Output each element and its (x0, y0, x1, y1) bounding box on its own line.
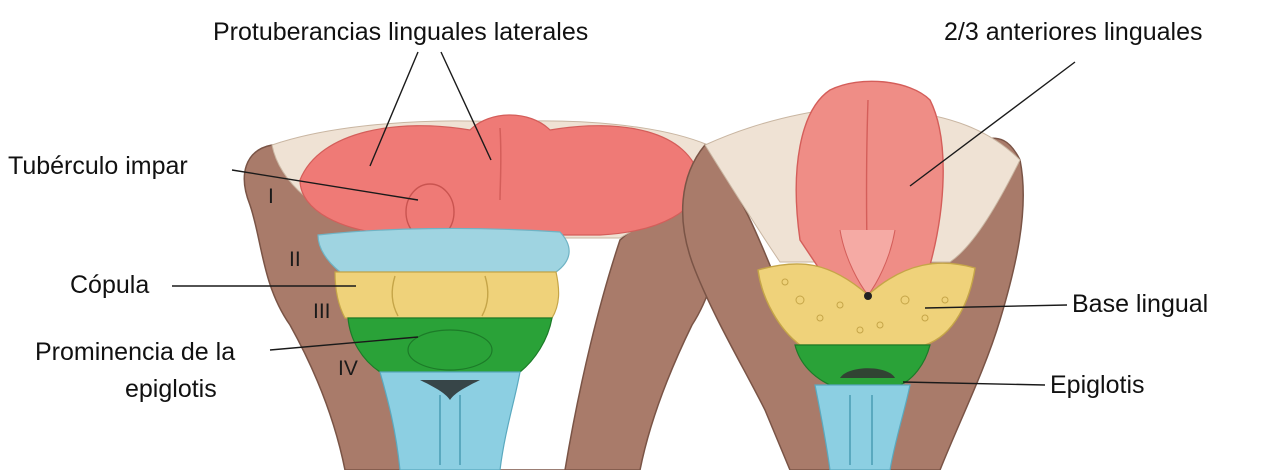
label-prominencia-line1: Prominencia de la (35, 338, 235, 366)
arch-label-4: IV (338, 357, 358, 380)
label-tuberculo: Tubérculo impar (8, 152, 188, 180)
label-epiglotis: Epiglotis (1050, 371, 1145, 399)
label-anteriores: 2/3 anteriores linguales (944, 18, 1203, 46)
copula-band (335, 272, 559, 318)
arch-label-1: I (268, 185, 274, 208)
arch-label-2: II (289, 248, 301, 271)
label-prominencia-line2: epiglotis (125, 375, 217, 403)
arch-2-band (318, 228, 569, 272)
label-copula: Cópula (70, 271, 149, 299)
arch-label-3: III (313, 300, 331, 323)
label-protuberancias: Protuberancias linguales laterales (213, 18, 588, 46)
label-base-lingual: Base lingual (1072, 290, 1208, 318)
median-furrow (500, 128, 501, 200)
left-embryo-panel (244, 115, 735, 470)
